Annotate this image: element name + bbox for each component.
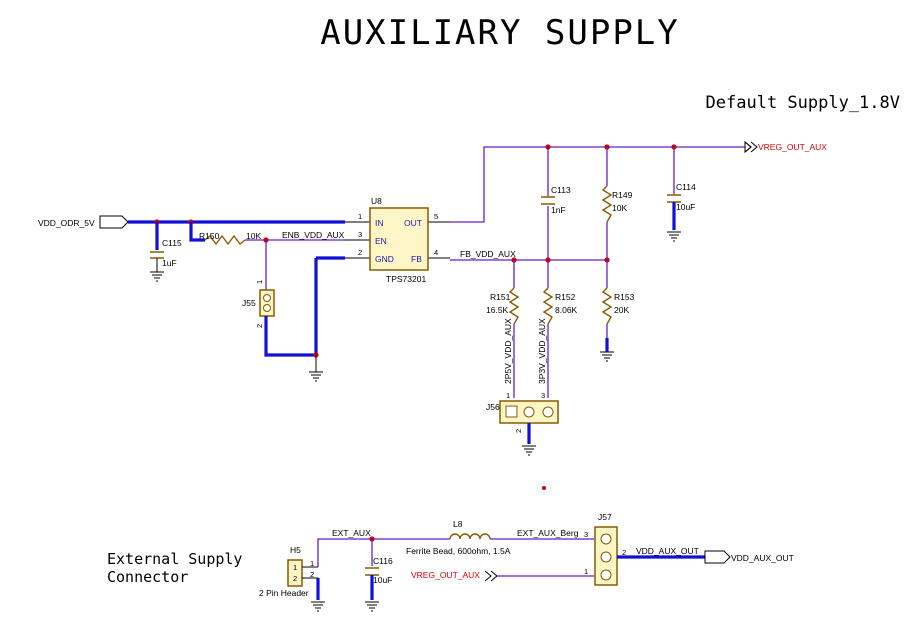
c116-value: 10uF xyxy=(373,575,392,585)
ground-icon xyxy=(522,445,536,456)
ext-aux-wire xyxy=(317,538,450,567)
c114-icon xyxy=(667,194,681,203)
u8-pin-in: IN xyxy=(375,218,384,228)
j56-ref: J56 xyxy=(486,402,500,412)
ext-aux-net-label: EXT_AUX xyxy=(332,528,371,538)
v2p5-net-label: 2P5V_VDD_AUX xyxy=(503,318,513,384)
external-supply-label: External Supply xyxy=(107,550,242,568)
vreg-out-aux-net-label: VREG_OUT_AUX xyxy=(758,142,827,152)
vout-wire xyxy=(450,146,745,223)
c115-value: 1uF xyxy=(162,258,177,268)
j55-pin1: 1 xyxy=(255,280,264,284)
j57-pin3: 3 xyxy=(584,530,588,539)
h5-value: 2 Pin Header xyxy=(259,588,309,598)
external-supply-connector-label: Connector xyxy=(107,568,188,586)
h5-pin2-outer: 2 xyxy=(310,570,314,579)
c113-ref: C113 xyxy=(551,185,571,195)
r150-icon xyxy=(204,234,246,246)
r153-value: 20K xyxy=(614,305,629,315)
enb-net-label: ENB_VDD_AUX xyxy=(282,230,345,240)
j55-ref: J55 xyxy=(242,298,256,308)
ground-icon xyxy=(150,271,164,282)
r150-value: 10K xyxy=(246,231,261,241)
j56-pin3: 3 xyxy=(541,391,545,400)
u8-pinnum-in: 1 xyxy=(358,212,362,221)
h5-pin1-outer: 1 xyxy=(310,559,314,568)
j56-pin2: 2 xyxy=(514,429,523,433)
u8-pin-in-line xyxy=(345,221,450,259)
c113-icon xyxy=(541,196,555,205)
gnd-wire xyxy=(264,256,345,357)
u8-pinnum-out: 5 xyxy=(434,212,438,221)
vreg-out-aux-port-icon xyxy=(744,140,752,154)
v3p3-net-label: 3P3V_VDD_AUX xyxy=(537,318,547,384)
r152-value: 8.06K xyxy=(555,305,578,315)
ground-icon xyxy=(600,351,614,362)
page-title: AUXILIARY SUPPLY xyxy=(320,13,680,53)
u8-part: TPS73201 xyxy=(386,274,426,284)
c114-ref: C114 xyxy=(676,182,696,192)
l8-value: Ferrite Bead, 600ohm, 1.5A xyxy=(406,546,511,556)
l8-ref: L8 xyxy=(453,519,463,529)
r152-ref: R152 xyxy=(555,292,576,302)
u8-pinnum-en: 3 xyxy=(358,230,362,239)
j57-pin2: 2 xyxy=(622,548,626,557)
r151-icon xyxy=(508,287,520,325)
fb-net-label: FB_VDD_AUX xyxy=(460,249,516,259)
r150-wire xyxy=(189,222,205,242)
j57-ref: J57 xyxy=(598,512,612,522)
j55-icon xyxy=(259,289,275,317)
vdd-aux-out-port-label: VDD_AUX_OUT xyxy=(731,553,794,563)
c115-ref: C115 xyxy=(162,238,182,248)
l8-icon xyxy=(449,533,491,540)
h5-pin-lines xyxy=(302,566,318,579)
ground-icon xyxy=(309,371,323,382)
u8-pin-gnd: GND xyxy=(375,254,394,264)
u8-ref: U8 xyxy=(371,196,382,206)
h5-pin1-inner: 1 xyxy=(293,563,297,572)
u8-pinnum-fb: 4 xyxy=(434,248,438,257)
r153-ref: R153 xyxy=(614,292,635,302)
j57-pin1: 1 xyxy=(584,567,588,576)
c113-value: 1nF xyxy=(551,205,566,215)
vreg-out-aux-2-net-label: VREG_OUT_AUX xyxy=(411,570,480,580)
u8-pin-en: EN xyxy=(375,236,387,246)
r151-value: 16.5K xyxy=(486,305,509,315)
c114-value: 10uF xyxy=(676,202,695,212)
r151-ref: R151 xyxy=(490,292,511,302)
marker-dot xyxy=(542,486,546,490)
j56-pin1: 1 xyxy=(506,391,510,400)
u8-icon xyxy=(369,207,429,271)
u8-pin-out: OUT xyxy=(404,218,422,228)
h5-pin2-inner: 2 xyxy=(293,574,297,583)
ground-icon xyxy=(365,601,379,612)
r149-ref: R149 xyxy=(612,190,633,200)
ground-icon xyxy=(667,231,681,242)
h5-icon xyxy=(287,559,303,587)
ext-aux-berg-net-label: EXT_AUX_Berg xyxy=(517,528,579,538)
r153-icon xyxy=(601,287,613,325)
default-supply-label: Default Supply_1.8V xyxy=(706,93,900,113)
r152-icon xyxy=(542,287,554,325)
c116-icon xyxy=(365,567,379,576)
c116-ref: C116 xyxy=(373,556,393,566)
u8-pinnum-gnd: 2 xyxy=(358,248,362,257)
r149-icon xyxy=(601,185,613,223)
vdd-aux-out-net-label: VDD_AUX_OUT xyxy=(636,546,699,556)
vdd-odr-net-label: VDD_ODR_5V xyxy=(38,218,95,228)
u8-pin-fb: FB xyxy=(411,254,422,264)
h5-ref: H5 xyxy=(290,545,301,555)
r150-ref: R150 xyxy=(199,231,220,241)
j55-pin2: 2 xyxy=(255,324,264,328)
vdd-aux-out-port-icon xyxy=(704,550,731,564)
r149-value: 10K xyxy=(612,203,627,213)
ground-icon xyxy=(311,601,325,612)
vdd-odr-port-icon xyxy=(99,215,129,229)
